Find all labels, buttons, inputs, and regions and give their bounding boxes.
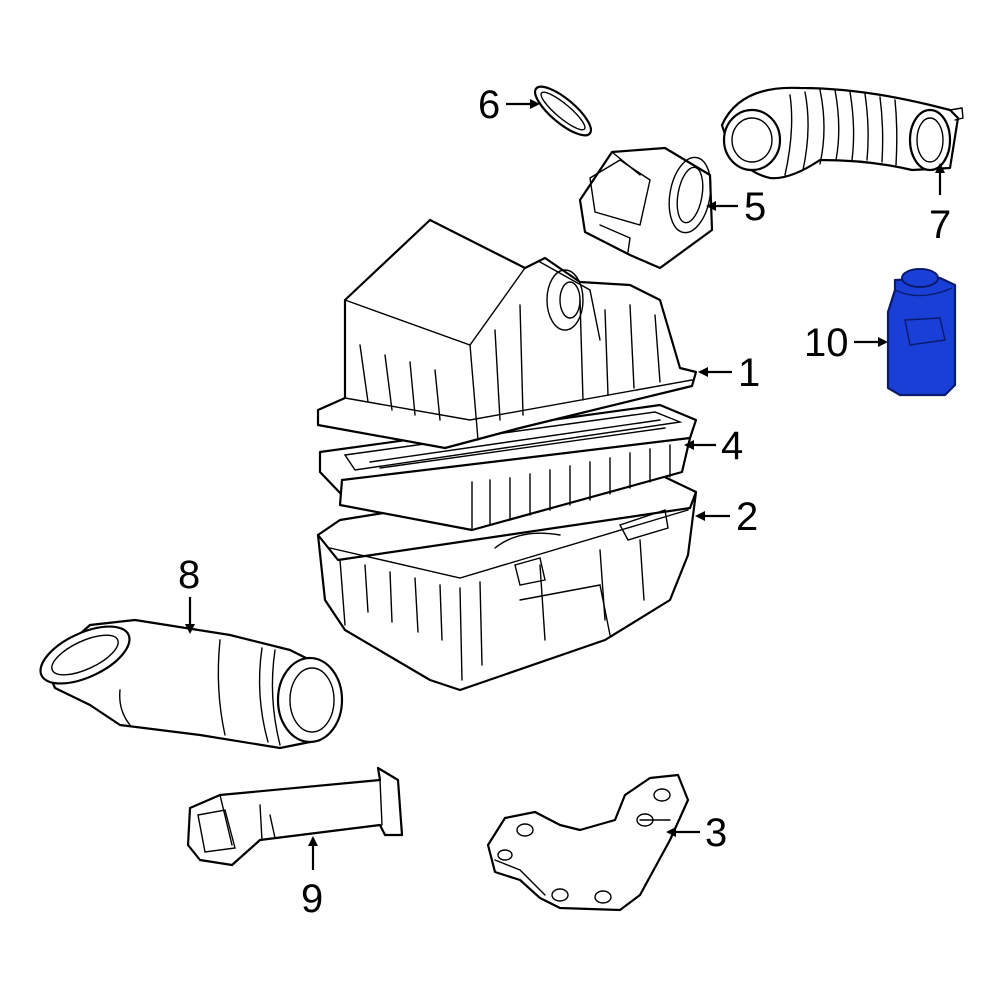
callout-5: 5 (744, 185, 766, 229)
callout-6: 6 (478, 83, 500, 127)
callout-labels: 1 2 3 4 5 6 7 8 9 10 (178, 83, 951, 921)
part-8-outlet-duct[interactable] (32, 615, 344, 750)
callout-8: 8 (178, 553, 200, 597)
part-1-upper-cover[interactable] (316, 218, 698, 450)
callout-3: 3 (705, 811, 727, 855)
part-3-mounting-bracket[interactable] (486, 773, 690, 912)
callout-9: 9 (301, 877, 323, 921)
part-4-filter-element[interactable] (318, 403, 698, 532)
part-5-airflow-adapter[interactable] (578, 146, 716, 270)
callout-2: 2 (736, 495, 758, 539)
part-9-lower-duct[interactable] (186, 766, 404, 867)
part-6-seal-ring[interactable] (528, 79, 597, 142)
callout-10: 10 (804, 321, 849, 365)
part-7-intake-duct[interactable] (720, 86, 964, 180)
callout-7: 7 (929, 203, 951, 247)
leader-lines (185, 99, 945, 870)
callout-1: 1 (738, 351, 760, 395)
part-10-resonator[interactable] (886, 268, 957, 397)
callout-4: 4 (721, 424, 743, 468)
